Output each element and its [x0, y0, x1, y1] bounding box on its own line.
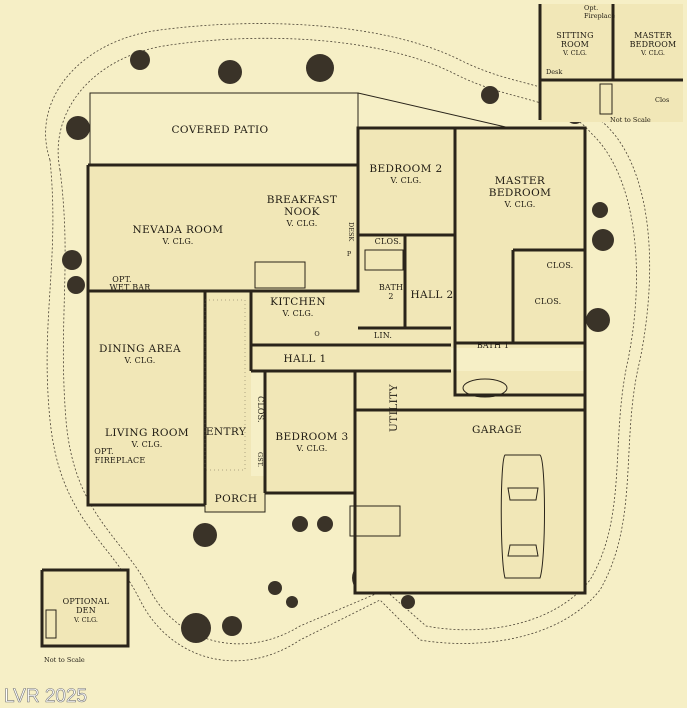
- label-living-room-sub: V. CLG.: [131, 440, 163, 449]
- label-den-sub: V. CLG.: [73, 616, 98, 624]
- inset-optional-den: [40, 568, 130, 648]
- label-inset-sitting-2: ROOM: [561, 40, 589, 49]
- label-inset-sitting-1: SITTING: [556, 31, 593, 40]
- label-bath-2-2: 2: [388, 292, 393, 301]
- label-clos-master-2: CLOS.: [535, 297, 562, 306]
- label-inset-not-to-scale: Not to Scale: [610, 116, 651, 124]
- label-master-bedroom-sub: V. CLG.: [504, 200, 536, 209]
- label-desk: DESK: [347, 222, 355, 241]
- label-opt-wet-bar-2: WET BAR: [109, 283, 151, 292]
- label-garage: GARAGE: [472, 424, 522, 436]
- label-breakfast-nook-2: NOOK: [284, 206, 320, 218]
- label-inset-sitting-sub: V. CLG.: [562, 49, 587, 57]
- label-p: P: [347, 250, 352, 258]
- label-covered-patio: COVERED PATIO: [171, 124, 268, 136]
- label-breakfast-nook-1: BREAKFAST: [267, 194, 337, 206]
- label-nevada-room-sub: V. CLG.: [162, 237, 194, 246]
- inset-sitting-room: [538, 4, 683, 122]
- label-o: O: [314, 330, 319, 338]
- label-living-room: LIVING ROOM: [105, 427, 189, 439]
- label-clos-bedroom-2: CLOS.: [375, 237, 402, 246]
- label-opt-fireplace-2: FIREPLACE: [95, 456, 146, 465]
- label-bath-2-1: BATH: [379, 283, 403, 292]
- label-clos-master-1: CLOS.: [547, 261, 574, 270]
- label-den-not-to-scale: Not to Scale: [44, 656, 85, 664]
- label-opt-wet-bar-1: OPT.: [112, 275, 131, 284]
- label-master-bedroom-1: MASTER: [495, 175, 546, 187]
- label-inset-opt-fireplace-1: Opt.: [584, 4, 598, 12]
- label-bedroom-2: BEDROOM 2: [369, 163, 442, 175]
- label-bedroom-3: BEDROOM 3: [275, 431, 348, 443]
- watermark: LVR 2025: [4, 686, 87, 707]
- label-den-2: DEN: [76, 606, 96, 615]
- label-clos-bedroom-3: CLOS.: [256, 396, 265, 423]
- label-bedroom-3-sub: V. CLG.: [296, 444, 328, 453]
- label-breakfast-nook-sub: V. CLG.: [286, 219, 318, 228]
- label-porch: PORCH: [215, 493, 258, 505]
- label-kitchen-sub: V. CLG.: [282, 309, 314, 318]
- label-inset-master-sub: V. CLG.: [640, 49, 665, 57]
- label-dining-area-sub: V. CLG.: [124, 356, 156, 365]
- label-inset-desk: Desk: [546, 68, 562, 76]
- label-dining-area: DINING AREA: [99, 343, 181, 355]
- label-opt-fireplace-1: OPT.: [94, 447, 113, 456]
- landscaping: [45, 23, 651, 662]
- label-bath-1: BATH 1: [477, 341, 509, 350]
- label-lin: LIN.: [374, 331, 392, 340]
- label-entry: ENTRY: [206, 426, 247, 438]
- label-hall-1: HALL 1: [283, 353, 326, 365]
- label-bedroom-2-sub: V. CLG.: [390, 176, 422, 185]
- label-inset-clos: Clos: [655, 96, 669, 104]
- label-kitchen: KITCHEN: [270, 296, 326, 308]
- label-den-1: OPTIONAL: [63, 597, 110, 606]
- house-walls: [86, 92, 587, 595]
- label-inset-master-2: BEDROOM: [630, 40, 677, 49]
- label-hall-2: HALL 2: [410, 289, 453, 301]
- label-inset-opt-fireplace-2: Fireplace: [584, 12, 615, 20]
- label-utility: UTILITY: [388, 383, 400, 432]
- label-gst: GST.: [256, 452, 264, 467]
- label-nevada-room: NEVADA ROOM: [133, 224, 224, 236]
- label-inset-master-1: MASTER: [634, 31, 673, 40]
- label-master-bedroom-2: BEDROOM: [489, 187, 551, 199]
